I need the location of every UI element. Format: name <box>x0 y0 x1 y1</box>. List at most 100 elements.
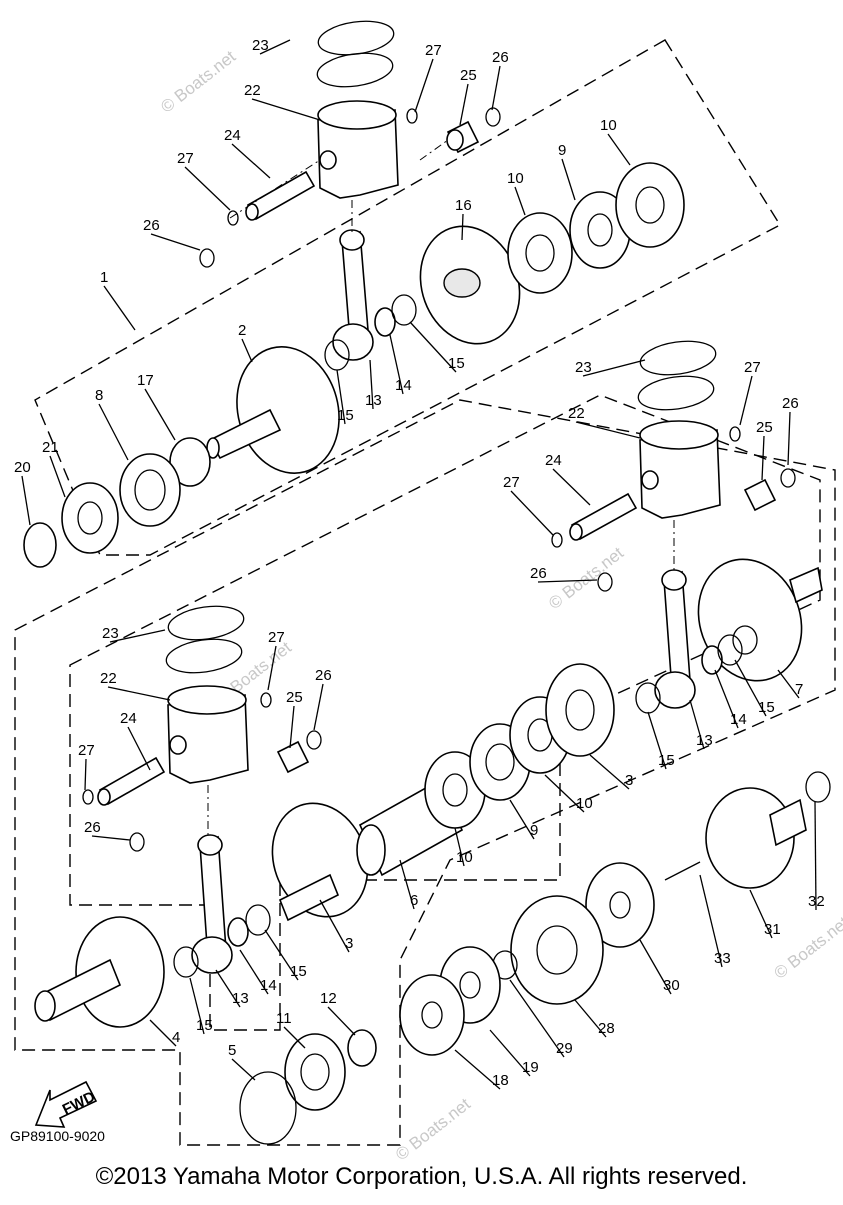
leader-line <box>414 58 434 113</box>
callout-15: 15 <box>758 699 775 716</box>
callout-22: 22 <box>100 670 117 687</box>
callout-33: 33 <box>714 950 731 967</box>
piston-rings-left <box>165 605 245 674</box>
callout-22: 22 <box>568 405 585 422</box>
leader-line <box>544 774 585 813</box>
callout-3: 3 <box>625 772 633 789</box>
callout-14: 14 <box>730 711 747 728</box>
callout-16: 16 <box>455 197 472 214</box>
callout-27: 27 <box>78 742 95 759</box>
leader-line <box>189 977 205 1035</box>
callout-22: 22 <box>244 82 261 99</box>
leader-line <box>454 827 465 867</box>
leader-line <box>259 39 291 55</box>
con-rod-right <box>654 569 696 709</box>
leader-line <box>509 979 565 1058</box>
leader-line <box>103 285 136 331</box>
leader-line <box>241 338 253 363</box>
pin-33 <box>664 861 701 881</box>
watermark: © Boats.net <box>157 47 239 117</box>
leader-line <box>739 375 753 426</box>
callout-10: 10 <box>507 170 524 187</box>
callout-24: 24 <box>545 452 562 469</box>
callout-10: 10 <box>576 795 593 812</box>
coupling-28 <box>510 895 604 1005</box>
bearing-8-seal-17 <box>23 437 211 568</box>
leader-line <box>109 629 166 643</box>
callout-7: 7 <box>795 681 803 698</box>
leader-line <box>454 1049 501 1090</box>
leader-line <box>231 143 271 179</box>
leader-line <box>144 388 176 441</box>
leader-line <box>91 835 131 841</box>
callout-14: 14 <box>395 377 412 394</box>
leader-line <box>734 659 767 717</box>
watermark: © Boats.net <box>771 913 843 983</box>
washers-upper <box>324 294 417 371</box>
leader-line <box>184 166 231 211</box>
leader-line <box>699 874 723 968</box>
leader-line <box>98 403 129 461</box>
callout-2: 2 <box>238 322 246 339</box>
callout-24: 24 <box>120 710 137 727</box>
leader-line <box>647 711 667 770</box>
callout-15: 15 <box>196 1017 213 1034</box>
callout-23: 23 <box>575 359 592 376</box>
con-rod-upper <box>332 229 374 361</box>
leader-line <box>369 359 374 410</box>
clip-rings-right <box>551 426 796 592</box>
piston-upper <box>317 100 399 199</box>
leader-line <box>264 929 299 981</box>
callout-27: 27 <box>177 150 194 167</box>
leader-line <box>267 645 277 691</box>
callout-4: 4 <box>172 1029 180 1046</box>
fwd-arrow-icon: FWD <box>34 1080 98 1128</box>
leader-line <box>336 369 346 425</box>
leader-line <box>84 758 87 791</box>
piston-pin-upper <box>245 170 316 221</box>
snap-ring-5 <box>239 1071 297 1145</box>
leader-line <box>289 705 295 749</box>
leader-line <box>787 411 791 466</box>
callout-13: 13 <box>365 392 382 409</box>
washers-right <box>635 634 743 714</box>
callout-25: 25 <box>460 67 477 84</box>
callout-23: 23 <box>102 625 119 642</box>
callout-15: 15 <box>448 355 465 372</box>
callout-9: 9 <box>530 822 538 839</box>
piston-rings-right <box>637 340 717 411</box>
impeller-31 <box>705 787 807 889</box>
assembly-outline-main <box>14 394 836 1146</box>
callout-23: 23 <box>252 37 269 54</box>
leader-line <box>251 98 321 121</box>
piston-left <box>167 685 249 784</box>
leader-line <box>689 699 705 750</box>
leader-line <box>461 213 464 241</box>
callout-26: 26 <box>315 667 332 684</box>
leader-line <box>510 490 554 536</box>
leader-line <box>749 889 773 939</box>
callout-18: 18 <box>492 1072 509 1089</box>
callout-14: 14 <box>260 977 277 994</box>
callout-31: 31 <box>764 921 781 938</box>
leader-line <box>491 65 501 111</box>
drawing-code: GP89100-9020 <box>10 1128 105 1144</box>
leader-line <box>127 726 151 771</box>
callout-3: 3 <box>345 935 353 952</box>
callout-5: 5 <box>228 1042 236 1059</box>
leader-line <box>761 435 765 481</box>
watermark: © Boats.net <box>392 1094 474 1164</box>
leader-line <box>231 1058 256 1081</box>
callout-26: 26 <box>782 395 799 412</box>
callout-28: 28 <box>598 1020 615 1037</box>
leader-line <box>459 83 469 126</box>
piston-right <box>639 420 721 519</box>
callout-13: 13 <box>232 990 249 1007</box>
callout-12: 12 <box>320 990 337 1007</box>
copyright-notice: ©2013 Yamaha Motor Corporation, U.S.A. A… <box>95 1163 748 1190</box>
washers-lower <box>399 946 518 1056</box>
crank-web-7 <box>697 558 823 682</box>
leader-line <box>150 233 201 251</box>
